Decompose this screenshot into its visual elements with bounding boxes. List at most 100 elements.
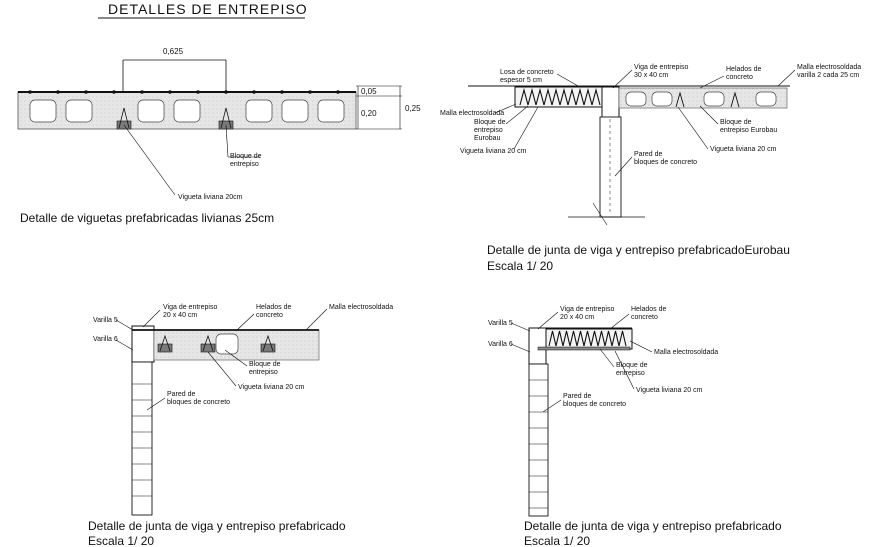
leader-mesh [629,340,653,353]
block-wall [599,116,622,218]
joist-truss [202,334,214,352]
label-mesh-left: Malla electrosoldada [440,110,504,117]
leader-block-right [699,105,719,125]
scale-detail-2: Escala 1/ 20 [487,259,553,273]
leader-joist-right [677,106,709,150]
leader-helados [699,75,725,89]
mesh-bar [168,90,172,94]
eurobau-rib [543,87,553,106]
leader-helados [235,313,255,332]
dimension-top-label: 0,05 [361,87,377,96]
leader-joist [207,351,237,387]
block-void [245,99,273,123]
eurobau-rib [548,330,557,347]
label-rebar-5: Varilla 5 [488,320,513,327]
block-void [703,91,725,107]
label-rebar-6: Varilla 6 [93,336,118,343]
caption-detail-2: Detalle de junta de viga y entrepiso pre… [487,243,790,257]
block-void [215,333,239,355]
mesh-bar [196,90,200,94]
mesh-bar [84,90,88,94]
block-void [755,91,777,107]
leader-rebar-6 [115,339,134,351]
eurobau-rib [576,330,585,347]
block-void [173,99,201,123]
leader-helados [609,313,630,330]
label-rebar-6: Varilla 6 [488,341,513,348]
eurobau-rib [562,330,571,347]
leader-slab [556,73,579,87]
eurobau-rib [535,87,545,106]
leader-mesh [305,308,328,331]
leader-block-left [505,105,529,125]
block-wall [131,361,153,516]
eurobau-rib [583,330,592,347]
leader-joist-left [513,106,539,150]
label-mesh: Malla electrosoldada [329,304,393,311]
eurobau-rib [597,330,606,347]
dimension-width-label: 0,625 [163,47,184,56]
joists-group [157,334,276,353]
dimension-bottom-label: 0,20 [361,109,377,118]
leader-joist [123,124,176,196]
scale-detail-3: Escala 1/ 20 [88,534,154,547]
wall-joints-group [529,379,548,509]
leader-rebar-6 [510,343,531,353]
mesh-bar [280,90,284,94]
eurobau-rib [591,87,601,106]
joist-truss [730,91,740,108]
block-wall [528,363,549,517]
joist-section [157,343,173,353]
eurobau-rib [551,87,561,106]
leader-mesh-right [777,69,796,87]
mesh-bar [28,90,32,94]
eurobau-ribs-group [548,330,627,347]
beam-section [601,86,620,120]
dimension-total-label: 0,25 [405,104,421,113]
caption-detail-3: Detalle de junta de viga y entrepiso pre… [88,519,346,533]
leader-block [599,348,615,368]
block-void [625,91,647,107]
eurobau-rib [569,330,578,347]
caption-detail-1: Detalle de viguetas prefabricadas livian… [20,211,274,225]
mesh-bar [56,90,60,94]
label-joist-right: Vigueta liviana 20 cm [710,146,777,153]
leader-wall [542,399,562,413]
mesh-bar [140,90,144,94]
wall-joints-group [132,383,152,497]
leader-rebar-5 [510,322,531,332]
mesh-bar [336,90,340,94]
joist-truss [675,91,685,108]
leader-beam [537,311,559,330]
leader-joist [614,350,635,390]
leader-block [225,124,229,158]
block-voids-group [28,90,345,123]
eurobau-rib [519,87,529,106]
scale-detail-4: Escala 1/ 20 [524,534,590,547]
eurobau-rib [555,330,564,347]
leader-wall [146,397,166,411]
eurobau-rib [575,87,585,106]
label-rebar-5: Varilla 5 [93,317,118,324]
mesh-bar [252,90,256,94]
joist-truss [262,334,274,352]
caption-detail-4: Detalle de junta de viga y entrepiso pre… [524,519,782,533]
leader-mesh-left [494,103,517,114]
wall-break-mark [592,202,608,226]
leader-rebar-5 [115,319,134,331]
